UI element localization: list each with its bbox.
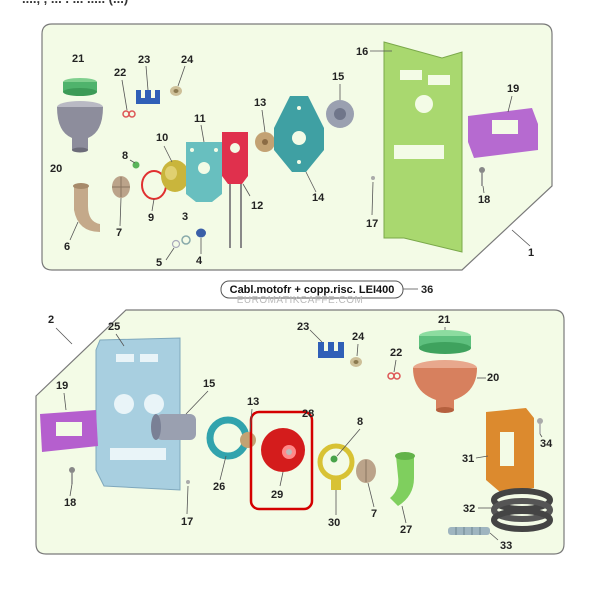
svg-text:22: 22 (390, 347, 402, 359)
parts-3-4-5-small-hardware (171, 228, 206, 249)
part-21-green-cap-bottom (419, 330, 471, 354)
svg-text:22: 22 (114, 67, 126, 79)
part-20-hopper (57, 101, 103, 153)
svg-text:31: 31 (462, 453, 474, 465)
part-19-purple-bracket-bottom (40, 410, 98, 452)
part-16-green-panel (383, 41, 463, 253)
svg-text:7: 7 (371, 508, 377, 520)
part-25-blue-panel (95, 337, 181, 491)
part-24-nut (170, 86, 182, 96)
svg-text:8: 8 (122, 150, 128, 162)
svg-text:13: 13 (254, 97, 266, 109)
svg-text:14: 14 (312, 192, 325, 204)
svg-text:32: 32 (463, 503, 475, 515)
part-17-screw (371, 176, 375, 180)
part-23-blue-clip-bottom (318, 342, 344, 358)
svg-text:17: 17 (366, 218, 378, 230)
header-title: ...., , ... . ... ..... (...) (22, 0, 128, 6)
part-19-purple-bracket (468, 108, 538, 158)
cable-callout-36: 36 (421, 284, 433, 296)
part-7-disc (112, 176, 130, 198)
part-27-green-elbow (390, 452, 415, 506)
cable-label: Cabl.motofr + copp.risc. LEI400 (230, 284, 395, 296)
cable-label-group: Cabl.motofr + copp.risc. LEI400 36 EUROM… (220, 280, 433, 306)
watermark: EUROMATIKCAFFE.COM (237, 295, 364, 306)
part-30-yellow-ring (317, 443, 355, 490)
part-15-motor-bottom (151, 414, 196, 440)
part-8-green-dot (132, 161, 140, 169)
svg-text:29: 29 (271, 489, 283, 501)
svg-text:19: 19 (56, 380, 68, 392)
top-callouts: 21 20 22 23 24 8 10 11 12 13 14 15 16 19… (50, 46, 534, 269)
svg-text:15: 15 (332, 71, 344, 83)
svg-text:19: 19 (507, 83, 519, 95)
part-10-gold-dome (161, 160, 189, 192)
part-6-elbow (73, 183, 100, 232)
svg-text:21: 21 (438, 314, 450, 326)
svg-text:23: 23 (138, 54, 150, 66)
svg-text:30: 30 (328, 517, 340, 529)
part-13-gear-disc (255, 132, 275, 152)
part-31-orange-bracket (486, 408, 534, 492)
svg-text:17: 17 (181, 516, 193, 528)
svg-text:21: 21 (72, 53, 84, 65)
part-34-screw (537, 418, 543, 434)
svg-text:7: 7 (116, 227, 122, 239)
part-7-disc-bottom (356, 459, 376, 483)
part-21-green-cap (63, 78, 97, 96)
part-11-teal-plate (186, 142, 222, 202)
part-22-small-rings-bottom (387, 372, 401, 380)
svg-text:18: 18 (478, 194, 490, 206)
svg-text:28: 28 (302, 408, 314, 420)
svg-text:9: 9 (148, 212, 154, 224)
highlight-box-29 (249, 410, 314, 511)
bottom-assembly-panel (35, 309, 565, 555)
part-32-coiled-cable (491, 488, 553, 532)
svg-text:10: 10 (156, 132, 168, 144)
svg-text:5: 5 (156, 257, 162, 269)
part-20-orange-hopper (413, 360, 477, 413)
svg-text:16: 16 (356, 46, 368, 58)
svg-text:20: 20 (50, 163, 62, 175)
part-22-small-rings (122, 110, 136, 118)
svg-text:27: 27 (400, 524, 412, 536)
part-15-motor (326, 100, 354, 128)
svg-text:23: 23 (297, 321, 309, 333)
svg-text:6: 6 (64, 241, 70, 253)
svg-text:15: 15 (203, 378, 215, 390)
part-8-green-dot-bottom (330, 455, 338, 463)
svg-text:8: 8 (357, 416, 363, 428)
top-assembly-panel (41, 23, 553, 271)
svg-text:20: 20 (487, 372, 499, 384)
part-13-gear-bottom (240, 432, 256, 448)
svg-text:18: 18 (64, 497, 76, 509)
svg-text:2: 2 (48, 314, 54, 326)
svg-text:24: 24 (352, 331, 365, 343)
part-29-red-pulley (261, 428, 305, 472)
svg-text:33: 33 (500, 540, 512, 552)
part-12-red-bracket (222, 132, 248, 248)
part-33-spring (448, 527, 490, 535)
part-24-nut-bottom (350, 357, 362, 367)
bottom-callouts: 2 25 19 15 13 28 8 26 29 30 7 27 23 24 2… (48, 314, 553, 552)
svg-text:1: 1 (528, 247, 534, 259)
svg-text:25: 25 (108, 321, 120, 333)
part-18-screw-bottom (69, 467, 75, 484)
svg-text:11: 11 (194, 113, 206, 125)
svg-text:4: 4 (196, 255, 203, 267)
svg-text:26: 26 (213, 481, 225, 493)
svg-text:12: 12 (251, 200, 263, 212)
svg-text:24: 24 (181, 54, 194, 66)
part-14-teal-mount-plate (274, 96, 324, 172)
part-17-screw-bottom (186, 480, 190, 484)
svg-text:3: 3 (182, 211, 188, 223)
svg-text:13: 13 (247, 396, 259, 408)
cable-label-box (220, 280, 404, 299)
svg-text:34: 34 (540, 438, 553, 450)
part-23-blue-clip (136, 90, 160, 104)
part-18-screw (479, 167, 485, 186)
